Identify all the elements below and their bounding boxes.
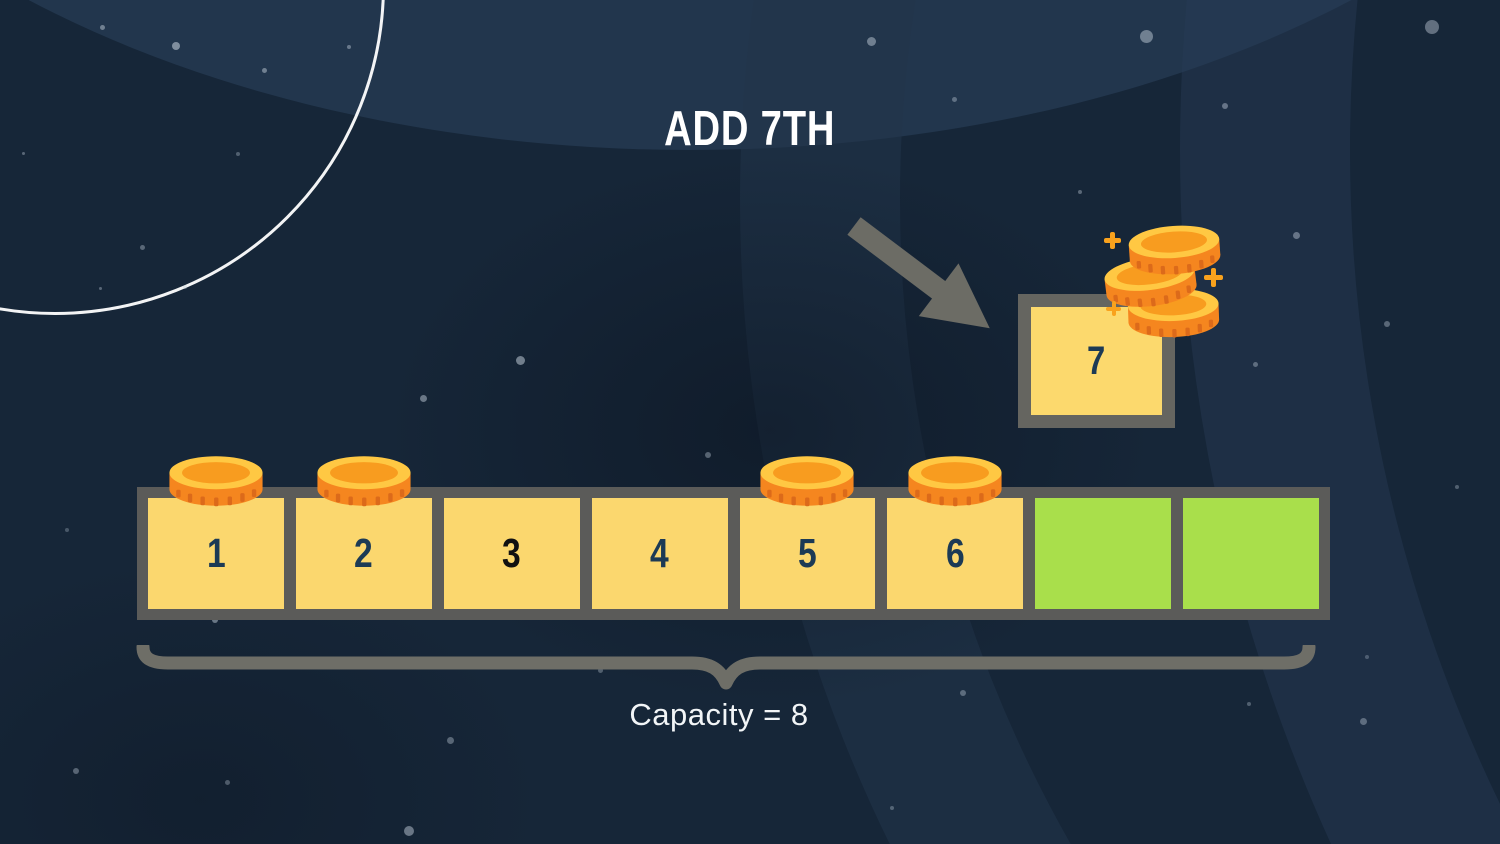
star-dot [65,528,69,532]
slot-number: 4 [650,530,669,576]
array-slot-3: 3 [443,498,580,609]
star-dot [100,25,105,30]
page-title: ADD 7TH [664,102,836,157]
array-slot-empty [1183,498,1319,609]
gold-coin-icon [317,456,411,507]
star-dot [960,690,966,696]
star-dot [73,768,79,774]
array-slot-5: 5 [739,456,876,609]
star-dot [1247,702,1251,706]
background-dark-blob [380,150,1160,710]
slot-number: 3 [502,530,522,576]
star-dot [140,245,145,250]
star-dot [1360,718,1367,725]
star-dot [404,826,414,836]
gold-coin-icon [169,456,263,507]
star-dot [890,806,894,810]
star-dot [172,42,180,50]
capacity-brace [136,645,1316,690]
orbit-circle-outline [0,0,385,315]
star-dot [183,285,187,289]
star-dot [1425,20,1439,34]
insert-arrow-icon [847,217,990,329]
slot-number: 5 [798,530,817,576]
array-container: 1 2 3 4 5 6 [137,456,1330,620]
star-dot [1222,103,1228,109]
array-slot-2: 2 [295,456,432,609]
plus-sparkle-icon [1106,301,1121,316]
star-dot [598,668,603,673]
array-slot-empty [1035,498,1172,609]
slot-number: 6 [945,530,965,576]
array-slot-4: 4 [591,498,728,609]
star-dot [99,287,102,290]
star-dot [705,452,711,458]
new-element-value: 7 [1087,338,1106,383]
star-dot [262,68,267,73]
star-dot [212,617,218,623]
star-dot [1293,232,1300,239]
star-dot [420,395,427,402]
star-dot [236,152,240,156]
star-dot [447,737,454,744]
star-dot [1140,30,1153,43]
star-dot [867,37,876,46]
star-dot [952,97,957,102]
star-dot [1253,362,1258,367]
slot-number: 2 [354,530,374,576]
plus-sparkle-icon [1104,232,1121,249]
plus-sparkle-icon [1204,268,1223,287]
gold-coin-icon [760,456,854,507]
star-dot [347,45,351,49]
array-slot-6: 6 [887,456,1024,609]
slot-number: 1 [206,530,226,576]
star-dot [516,356,525,365]
gold-coin-icon [908,456,1002,507]
capacity-label: Capacity = 8 [629,697,809,732]
star-dot [22,152,25,155]
star-dot [225,780,230,785]
array-slot-1: 1 [148,456,284,609]
star-dot [1365,655,1369,659]
star-dot [1455,485,1459,489]
star-dot [1384,321,1390,327]
star-dot [1078,190,1082,194]
new-element-box: 7 [1018,294,1175,428]
